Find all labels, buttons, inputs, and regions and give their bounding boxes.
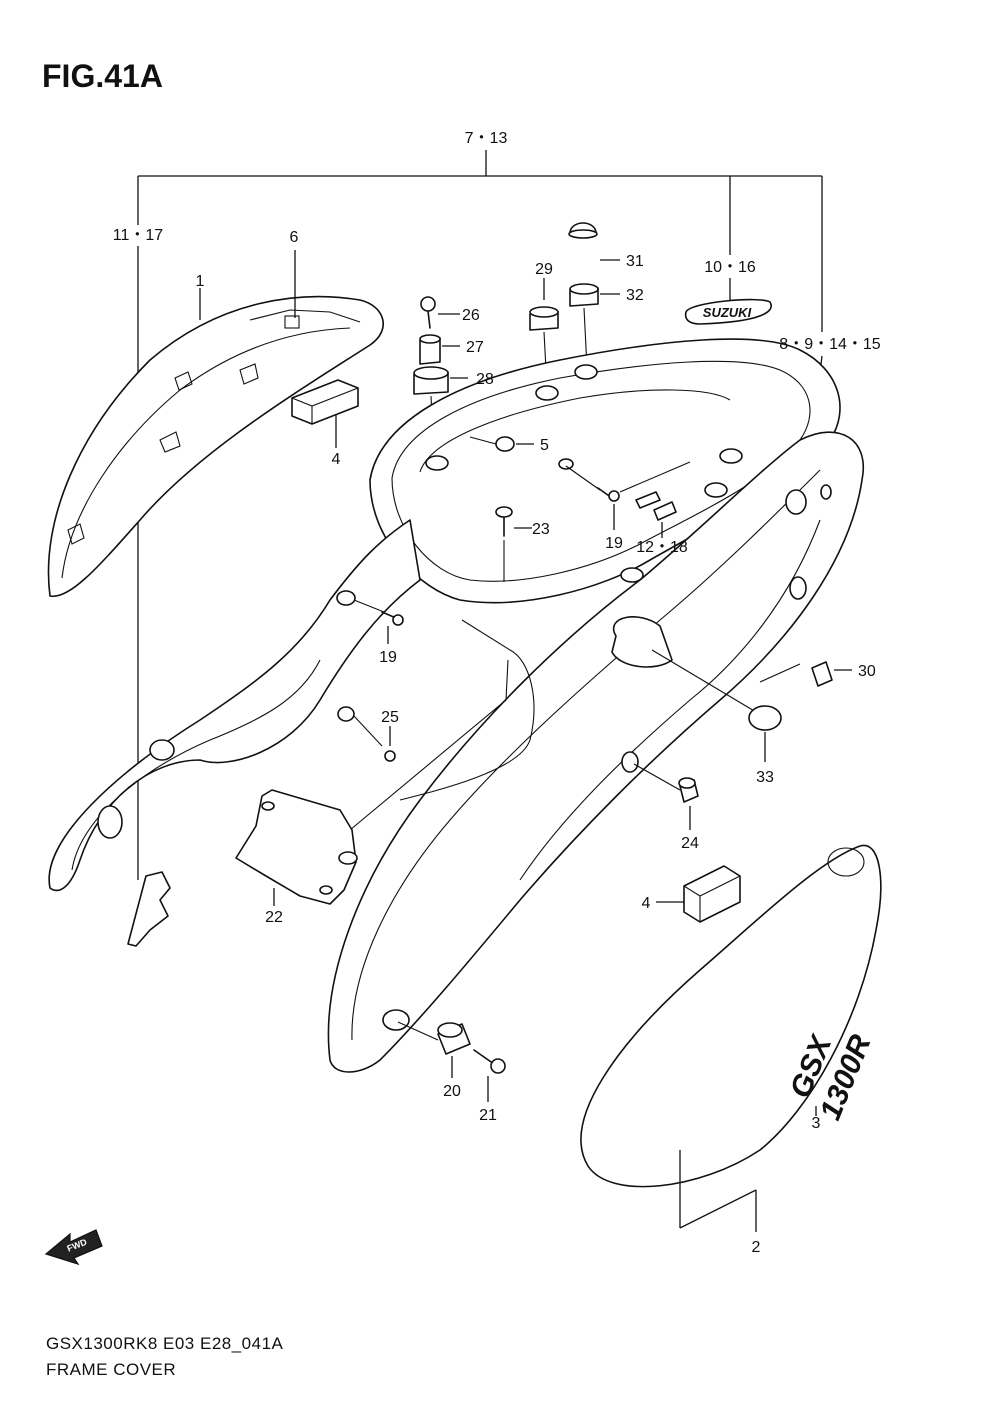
section-name: FRAME COVER [46, 1360, 177, 1379]
callout-30: 30 [858, 663, 876, 680]
callout-6: 6 [290, 229, 299, 246]
callout-19-lower: 19 [379, 649, 397, 666]
cushion-part-4-upper [291, 379, 359, 448]
callout-20: 20 [443, 1083, 461, 1100]
callout-1: 1 [196, 273, 205, 290]
callout-3: 3 [812, 1115, 821, 1132]
bolt-26 [420, 296, 460, 329]
callout-33: 33 [756, 769, 774, 786]
callout-26: 26 [462, 307, 480, 324]
callout-4-lower: 4 [642, 895, 651, 912]
callout-7-13: 7・13 [465, 130, 508, 147]
callout-21: 21 [479, 1107, 497, 1124]
fwd-arrow-icon: FWD [44, 1229, 103, 1266]
grommet-20 [397, 1021, 471, 1078]
callout-12-18: 12・18 [636, 539, 688, 556]
callout-22: 22 [265, 909, 283, 926]
suzuki-emblem: SUZUKI [684, 298, 772, 325]
cap-31 [568, 222, 620, 261]
bracket-22 [235, 789, 358, 906]
callout-10-16: 10・16 [704, 259, 756, 276]
figure-title: FIG.41A [42, 58, 163, 94]
collar-27 [419, 334, 460, 365]
screw-19-upper [565, 465, 620, 530]
callout-labels: 7・13 11・17 6 1 29 31 32 10・16 8・9・14・15 … [113, 130, 881, 1256]
callout-25: 25 [381, 709, 399, 726]
bolt-21 [473, 1049, 506, 1102]
callout-23: 23 [532, 521, 550, 538]
screw-25 [353, 715, 396, 762]
callout-28: 28 [476, 371, 494, 388]
callout-27: 27 [466, 339, 484, 356]
cushion-part-4-lower [656, 865, 741, 923]
main-tail-frame-cover [48, 338, 865, 1073]
emblem-text: SUZUKI [703, 305, 752, 320]
callout-24: 24 [681, 835, 699, 852]
grommet-33 [611, 616, 782, 762]
callout-8-9-14-15: 8・9・14・15 [779, 336, 880, 353]
side-cover-left-part-1 [47, 250, 384, 598]
plate-piece-11-17 [127, 871, 171, 947]
model-code: GSX1300RK8 E03 E28_041A [46, 1334, 284, 1353]
callout-4-upper: 4 [332, 451, 341, 468]
bracket-7-13 [137, 150, 823, 332]
callout-5: 5 [540, 437, 549, 454]
labels-12-18 [619, 461, 691, 538]
screw-19-lower [353, 599, 404, 644]
callout-2: 2 [752, 1239, 761, 1256]
grommet-24 [633, 763, 699, 830]
callout-11-17: 11・17 [113, 227, 164, 244]
callout-19-upper: 19 [605, 535, 623, 552]
callout-31: 31 [626, 253, 644, 270]
callout-29: 29 [535, 261, 553, 278]
screw-23 [495, 506, 532, 582]
callout-32: 32 [626, 287, 644, 304]
nut-5 [469, 436, 534, 452]
pad-30 [759, 661, 852, 687]
